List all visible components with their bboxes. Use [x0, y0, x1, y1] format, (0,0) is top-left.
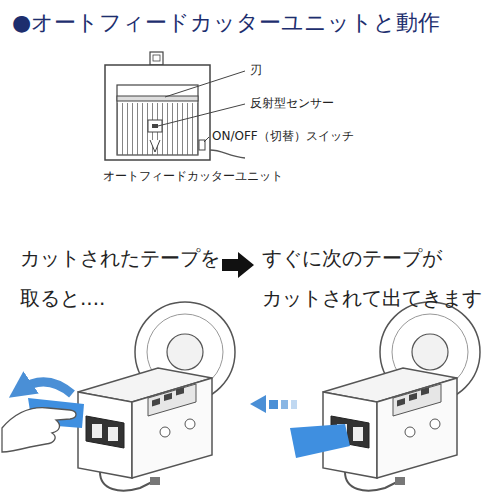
pull-arrow	[20, 382, 72, 394]
feed-arrow	[250, 395, 297, 413]
right-dispenser	[323, 302, 480, 491]
hand	[2, 408, 76, 452]
left-dispenser	[78, 302, 235, 491]
part-label: 刃	[250, 62, 262, 79]
step-arrow	[222, 252, 254, 278]
step-text: カットされたテープを 取ると....	[20, 238, 225, 318]
cutter-unit	[105, 52, 245, 160]
diagram-title: ●オートフィードカッターユニットと動作	[12, 8, 440, 38]
fed-tape	[290, 424, 350, 458]
part-label: ON/OFF（切替）スイッチ	[212, 128, 354, 145]
unit-caption: オートフィードカッターユニット	[103, 168, 283, 185]
part-label: 反射型センサー	[250, 95, 334, 112]
step-text: すぐに次のテープが カットされて出てきます	[262, 238, 494, 318]
